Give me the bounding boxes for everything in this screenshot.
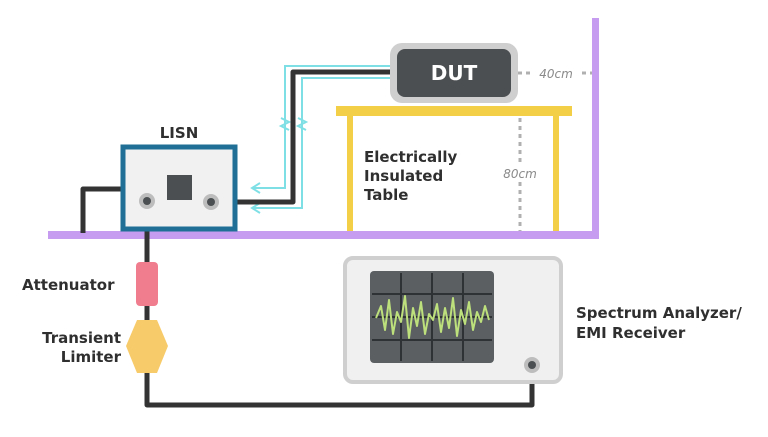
attenuator	[136, 262, 158, 306]
analyzer-label-line-1: Spectrum Analyzer/	[576, 304, 742, 322]
spectrum-analyzer	[343, 256, 563, 384]
limiter-label-line-1: Transient	[42, 329, 121, 347]
lisn-input-port	[139, 193, 155, 209]
mains-cable	[80, 186, 124, 233]
lisn-label: LISN	[160, 124, 199, 142]
analyzer-label-line-2: EMI Receiver	[576, 324, 686, 342]
dut-box	[390, 43, 518, 103]
noise-path-arrows	[250, 65, 397, 214]
lisn-dut-port	[203, 194, 219, 210]
insulated-table	[336, 106, 572, 231]
ground-plane	[48, 231, 599, 239]
lisn-box	[120, 144, 238, 232]
noise-waveform	[375, 295, 490, 339]
dut-label: DUT	[431, 61, 478, 85]
dut-power-cable	[209, 69, 396, 205]
table-label-line-3: Table	[364, 186, 408, 204]
table-label-line-2: Insulated	[364, 167, 443, 185]
vertical-wall	[592, 18, 599, 239]
transient-limiter	[126, 320, 168, 373]
limiter-label-line-2: Limiter	[61, 348, 122, 366]
table-height-label: 80cm	[503, 167, 537, 181]
table-label-line-1: Electrically	[364, 148, 457, 166]
dut-wall-distance-label: 40cm	[539, 67, 573, 81]
attenuator-label: Attenuator	[22, 276, 115, 294]
